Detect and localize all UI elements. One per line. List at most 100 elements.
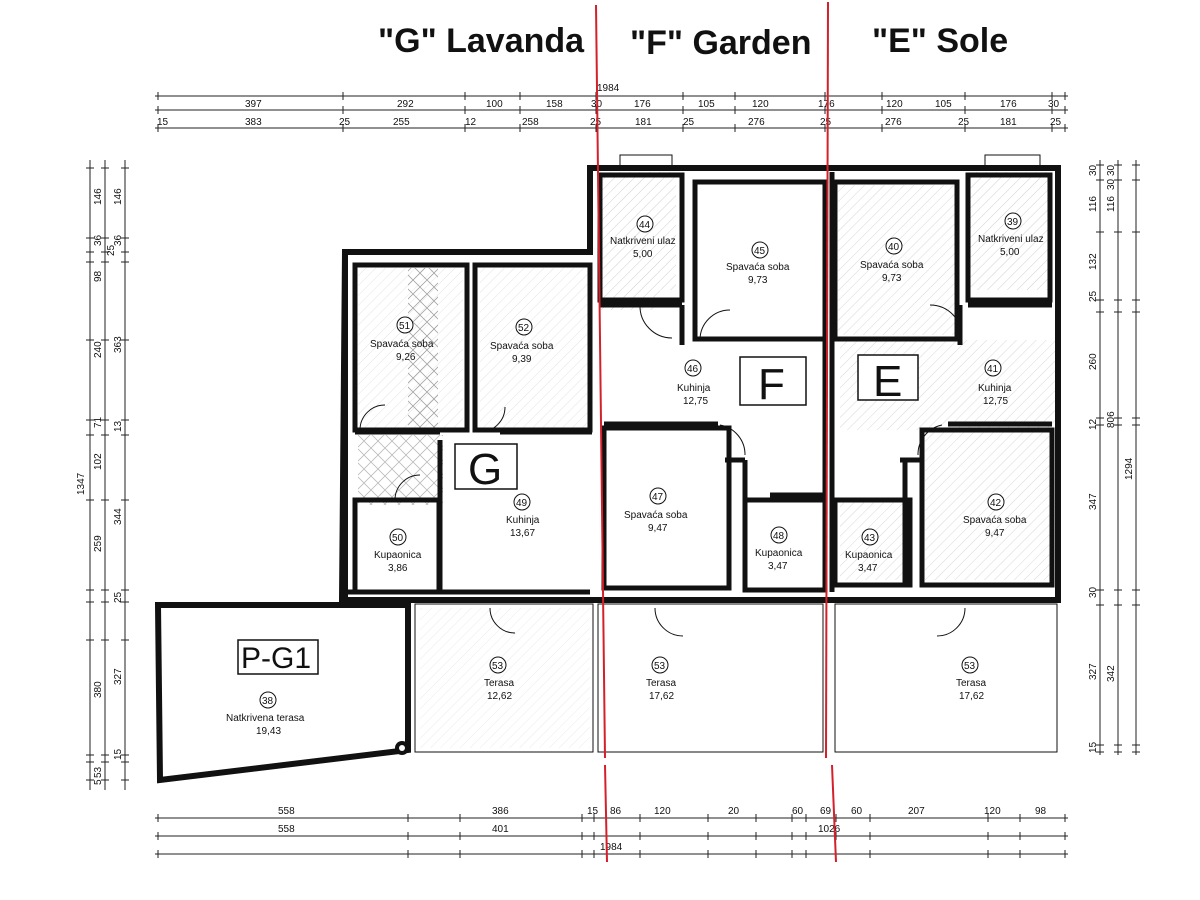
dim-left-o4: 259 — [93, 535, 104, 552]
room-name-50: Kupaonica — [374, 550, 422, 561]
dim-bot-r1-4: 120 — [654, 806, 671, 817]
dim-right-total: 1294 — [1124, 457, 1135, 480]
room-area-47: 9,47 — [648, 523, 668, 534]
dim-right-o1: 116 — [1088, 196, 1099, 212]
room-name-52: Spavaća soba — [490, 341, 554, 352]
dim-top-r1-7: 120 — [752, 99, 769, 110]
dim-top-r1-0: 397 — [245, 99, 262, 110]
unit-label-e: E — [873, 357, 902, 406]
room-name-44: Natkriveni ulaz — [610, 236, 676, 247]
room-name-40: Spavaća soba — [860, 260, 924, 271]
dim-top-r2-7: 181 — [635, 117, 652, 128]
room-name-51: Spavaća soba — [370, 339, 434, 350]
dim-left-o3: 102 — [93, 453, 104, 470]
dim-bot-r1-3: 86 — [610, 806, 622, 817]
dim-top-r2-2: 25 — [339, 117, 351, 128]
room-area-39: 5,00 — [1000, 247, 1020, 258]
unit-label-f: F — [758, 360, 785, 409]
room-area-53-g: 12,62 — [487, 691, 512, 702]
room-num-42: 42 — [990, 498, 1002, 509]
dim-top-r2-14: 25 — [1050, 117, 1062, 128]
dim-bot-r1-9: 207 — [908, 806, 925, 817]
header-g-lavanda: "G" Lavanda — [378, 22, 585, 60]
room-num-38: 38 — [262, 696, 274, 707]
room-num-53-e: 53 — [964, 661, 976, 672]
room-num-40: 40 — [888, 242, 900, 253]
room-area-42: 9,47 — [985, 528, 1005, 539]
room-name-39: Natkriveni ulaz — [978, 234, 1044, 245]
dim-bot-r2-1: 401 — [492, 824, 509, 835]
room-area-49: 13,67 — [510, 528, 535, 539]
dim-right-i3: 806 — [1106, 411, 1117, 428]
room-name-38: Natkrivena terasa — [226, 713, 305, 724]
dim-right-i2: 25 — [1088, 290, 1099, 302]
dimensions-left: 1347 146 98 240 102 259 380 53 146 36 36… — [76, 160, 129, 790]
dim-left-o6: 53 — [93, 766, 104, 778]
dim-top-r2-1: 383 — [245, 117, 262, 128]
dim-left-o1: 98 — [93, 270, 104, 282]
dim-bot-r1-7: 69 — [820, 806, 832, 817]
dim-right-o4: 347 — [1088, 493, 1099, 510]
room-name-53-e: Terasa — [956, 678, 986, 689]
dim-bot-r2-2: 1026 — [818, 824, 841, 835]
dim-top-r2-3: 255 — [393, 117, 410, 128]
dim-left-i8: 5 — [93, 779, 104, 785]
unit-labels: G F E P-G1 — [237, 354, 919, 675]
dim-top-r2-9: 276 — [748, 117, 765, 128]
divider-bottom-2 — [831, 764, 837, 863]
dim-bot-r1-5: 20 — [728, 806, 740, 817]
dim-bot-r1-1: 386 — [492, 806, 509, 817]
dim-left-o2: 240 — [93, 341, 104, 358]
dim-top-r2-4: 12 — [465, 117, 477, 128]
dim-bot-r2-0: 558 — [278, 824, 295, 835]
dim-top-r1-10: 105 — [935, 99, 952, 110]
room-area-46: 12,75 — [683, 396, 708, 407]
room-num-44: 44 — [639, 220, 651, 231]
divider-f-e — [825, 1, 829, 759]
dim-top-r2-0: 15 — [157, 117, 169, 128]
dim-right-o5: 327 — [1088, 663, 1099, 680]
dim-left-i4: 344 — [113, 508, 124, 525]
unit-dividers — [595, 1, 837, 863]
dimensions-right: 1294 30 116 132 260 347 327 15 30 116 25… — [1088, 160, 1140, 755]
dim-left-i1: 36 — [93, 234, 104, 246]
room-num-49: 49 — [516, 498, 528, 509]
dim-bot-total: 1984 — [600, 842, 623, 853]
dim-top-r1-1: 292 — [397, 99, 414, 110]
dim-left-i6: 327 — [113, 668, 124, 685]
dim-left-total: 1347 — [76, 472, 87, 495]
room-num-53-f: 53 — [654, 661, 666, 672]
dim-right-e2: 30 — [1088, 586, 1099, 598]
dim-top-r1-11: 176 — [1000, 99, 1017, 110]
room-num-53-g: 53 — [492, 661, 504, 672]
dim-top-r1-6: 105 — [698, 99, 715, 110]
room-area-48: 3,47 — [768, 561, 788, 572]
dim-top-r2-10: 25 — [820, 117, 832, 128]
dim-bot-r1-2: 15 — [587, 806, 599, 817]
room-name-47: Spavaća soba — [624, 510, 688, 521]
room-num-47: 47 — [652, 492, 664, 503]
dim-top-r2-13: 181 — [1000, 117, 1017, 128]
dim-left-i5: 25 — [113, 591, 124, 603]
divider-bottom-1 — [604, 764, 608, 863]
room-name-46: Kuhinja — [677, 383, 711, 394]
room-name-45: Spavaća soba — [726, 262, 790, 273]
dim-right-i4: 342 — [1106, 665, 1117, 682]
dim-right-o6: 15 — [1088, 741, 1099, 753]
dim-left-e2: 13 — [113, 420, 124, 432]
dim-left-i0: 146 — [113, 188, 124, 205]
dim-right-e0: 30 — [1106, 178, 1117, 190]
door-swings — [359, 304, 966, 637]
room-area-50: 3,86 — [388, 563, 408, 574]
room-area-52: 9,39 — [512, 354, 532, 365]
room-area-51: 9,26 — [396, 352, 416, 363]
dim-right-o2: 132 — [1088, 253, 1099, 270]
dim-left-i7: 15 — [113, 748, 124, 760]
room-num-46: 46 — [687, 364, 699, 375]
room-area-41: 12,75 — [983, 396, 1008, 407]
dim-right-i1: 116 — [1106, 196, 1117, 212]
room-name-48: Kupaonica — [755, 548, 803, 559]
room-area-53-f: 17,62 — [649, 691, 674, 702]
dim-top-r2-8: 25 — [683, 117, 695, 128]
